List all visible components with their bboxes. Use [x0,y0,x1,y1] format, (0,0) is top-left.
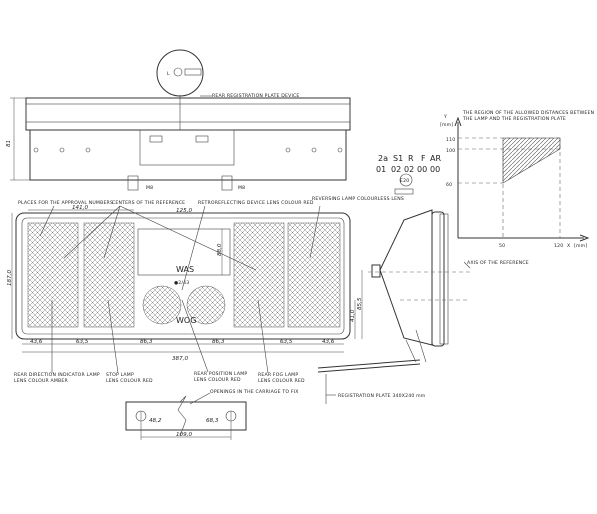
graph-y-unit: [mm] [440,122,453,128]
openings-drawing: 48,2 68,3 109,0 OPENINGS IN THE CARRIAGE… [125,389,299,440]
mark-wog: WOG [176,316,196,325]
label-rear-fog-colour: LENS COLOUR RED [258,378,305,384]
code-bottom-2: 02 [404,165,414,174]
code-top-4: AR [430,154,441,163]
dim-88: 88,0 [217,243,223,256]
graph-y-label: Y [443,114,447,120]
retroreflector-left [142,285,182,325]
distance-graph: Y [mm] THE REGION OF THE ALLOWED DISTANC… [440,110,594,249]
dim-387: 387,0 [172,356,188,362]
dim-482: 48,2 [149,418,162,424]
dim-141: 141,0 [72,205,88,211]
code-top-3: F [421,154,426,163]
label-openings: OPENINGS IN THE CARRIAGE TO FIX [210,389,299,395]
code-top-2: R [408,154,414,163]
approval-symbol: L [156,49,204,97]
lamp-top-view: 81 M8 M8 REAR REGISTRATION PLATE DEVICE [6,93,351,191]
allowed-region [502,137,561,184]
code-circle: E20 [400,178,409,184]
graph-x-unit: [mm] [574,243,587,249]
approval-code-block: 2a S1 R F AR 01 02 02 00 00 E20 [376,154,441,195]
dim-635-1: 63,5 [76,339,89,345]
mark-lower: ●2/43 [174,280,189,286]
graph-x-tick-50: 50 [499,243,505,249]
dim-436-2: 43,6 [322,339,335,345]
graph-y-tick-60: 60 [446,182,452,188]
label-stop-lamp: STOP LAMP [106,372,134,378]
lamp-front-view: WAS ●2/43 WOG 141,0 125,0 88,0 187,0 41,… [7,196,404,384]
dim-683: 68,3 [206,418,219,424]
side-dimension: 81 [6,140,12,147]
label-stop-lamp-colour: LENS COLOUR RED [106,378,153,384]
label-rear-direction: REAR DIRECTION INDICATOR LAMP [14,372,100,378]
graph-title-2: THE LAMP AND THE REGISTRATION PLATE [462,116,566,122]
dim-855: 85,5 [357,297,363,310]
lamp-side-view: AXIS OF THE REFERENCE [368,209,529,347]
dim-863-1: 86,3 [140,339,153,345]
dim-125: 125,0 [176,208,192,214]
dim-410: 41,0 [350,309,356,322]
stop-lamp-lens [83,222,135,328]
dim-863-2: 86,3 [212,339,225,345]
reg-plate-side: REGISTRATION PLATE 340X240 mm [317,329,427,404]
dim-436-1: 43,6 [30,339,43,345]
graph-y-tick-110: 110 [446,137,455,143]
graph-x-tick-120: 120 [554,243,563,249]
dim-1090: 109,0 [176,432,192,438]
graph-x-label: X [567,243,570,249]
code-top-0: 2a [378,154,388,163]
label-rear-direction-colour: LENS COLOUR AMBER [14,378,68,384]
graph-y-tick-100: 100 [446,148,455,154]
code-bottom-1: 02 [391,165,401,174]
retroreflector-right [186,285,226,325]
code-bottom-4: 00 [430,165,440,174]
label-rear-position-colour: LENS COLOUR RED [194,377,241,383]
bolt-label-right: M8 [238,185,245,191]
bolt-label-left: M8 [146,185,153,191]
label-centers-reference: CENTERS OF THE REFERENCE [112,200,185,206]
label-reg-plate: REGISTRATION PLATE 340X240 mm [338,393,426,399]
label-reversing-lamp: REVERSING LAMP COLOURLESS LENS [312,196,404,202]
code-top-1: S1 [393,154,403,163]
dim-635-2: 63,5 [280,339,293,345]
symbol-letter: L [167,71,170,77]
label-axis-reference: AXIS OF THE REFERENCE [467,260,529,266]
code-bottom-3: 00 [417,165,427,174]
label-places-approval: PLACES FOR THE APPROVAL NUMBERS [18,200,113,206]
label-retroreflecting: RETROREFLECTING DEVICE LENS COLOUR RED [198,200,314,206]
mark-was: WAS [176,265,194,274]
rear-direction-lens [27,222,79,328]
label-rear-position: REAR POSITION LAMP [194,371,247,377]
code-bottom-0: 01 [376,165,386,174]
graph-title-1: THE REGION OF THE ALLOWED DISTANCES BETW… [462,110,594,116]
label-rear-fog: REAR FOG LAMP [258,372,298,378]
reg-plate-window [137,228,231,276]
dim-187: 187,0 [7,270,13,286]
rear-fog-lens [233,222,285,328]
reversing-lamp-lens [287,222,341,328]
label-rear-reg-plate-device: REAR REGISTRATION PLATE DEVICE [212,93,300,99]
